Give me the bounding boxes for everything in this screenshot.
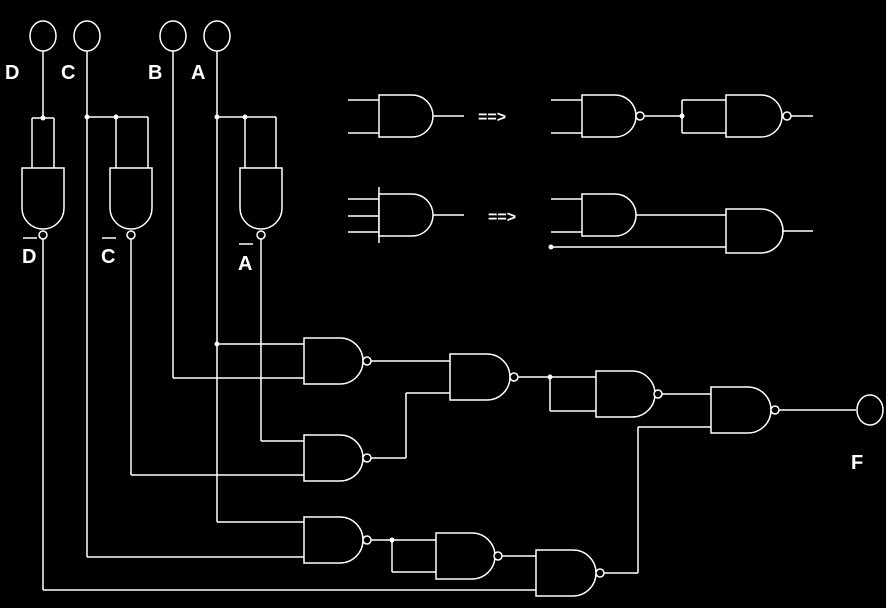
input-terminal-d xyxy=(29,20,57,118)
output-terminal-f xyxy=(856,394,884,426)
output-label-f: F xyxy=(851,452,863,474)
svg-text:A: A xyxy=(238,253,252,275)
nand-gate-4 xyxy=(449,353,596,412)
input-label-b: B xyxy=(148,62,162,84)
svg-text:C: C xyxy=(101,246,115,268)
label-a-bar: A xyxy=(238,243,253,275)
legend-nand-nand xyxy=(551,94,813,138)
legend-three-input-and xyxy=(348,187,464,243)
inverter-gate-d xyxy=(21,115,536,591)
legend-arrow-2: ==> xyxy=(488,209,516,226)
input-label-d: D xyxy=(5,62,19,84)
label-d-bar: D xyxy=(22,237,37,268)
input-label-c: C xyxy=(61,62,75,84)
label-c-bar: C xyxy=(101,237,116,268)
svg-text:D: D xyxy=(22,246,36,268)
legend-arrow-1: ==> xyxy=(478,109,506,126)
nand-gate-7 xyxy=(535,426,711,597)
nand-gate-2 xyxy=(303,392,450,482)
legend-and-gate xyxy=(348,94,464,138)
nand-gate-5 xyxy=(595,370,711,418)
legend-cascaded-and xyxy=(548,193,813,254)
nand-gate-8 xyxy=(710,386,856,434)
nand-gate-1 xyxy=(214,337,450,385)
nand-gate-6 xyxy=(435,532,536,580)
inverter-gate-c xyxy=(84,114,304,558)
input-terminal-c xyxy=(73,20,101,118)
input-terminal-a xyxy=(203,20,231,522)
nand-gate-3 xyxy=(217,516,436,573)
input-label-a: A xyxy=(191,62,205,84)
inverter-gate-a xyxy=(214,114,304,442)
input-terminal-b xyxy=(159,20,304,379)
